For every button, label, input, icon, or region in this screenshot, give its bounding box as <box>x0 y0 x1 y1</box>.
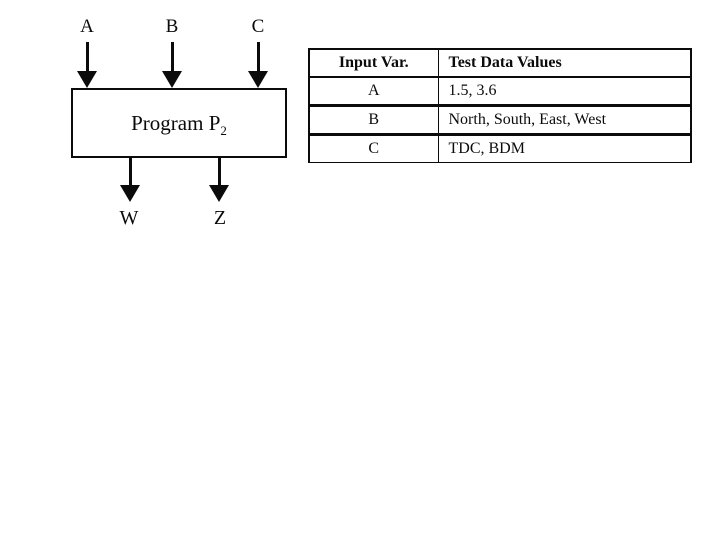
input-arrow-c <box>248 42 268 88</box>
arrow-down-icon <box>162 71 182 88</box>
input-arrow-b <box>162 42 182 88</box>
row-c-variable: C <box>308 134 439 163</box>
arrow-shaft <box>128 158 132 185</box>
program-box-label: Program P2 <box>131 110 227 138</box>
program-box: Program P2 <box>71 88 287 158</box>
arrow-down-icon <box>209 185 229 202</box>
row-b-variable: B <box>308 105 439 135</box>
header-test-data-values: Test Data Values <box>437 48 692 78</box>
header-input-var: Input Var. <box>308 48 439 78</box>
test-data-table: Input Var. Test Data Values A 1.5, 3.6 B… <box>308 48 692 163</box>
output-arrow-w <box>120 158 140 202</box>
arrow-shaft <box>256 42 260 71</box>
table-row: B North, South, East, West <box>308 105 692 135</box>
input-label-a: A <box>80 16 94 37</box>
arrow-shaft <box>170 42 174 71</box>
row-a-variable: A <box>308 76 439 106</box>
arrow-down-icon <box>120 185 140 202</box>
input-label-b: B <box>165 16 179 37</box>
row-b-values: North, South, East, West <box>437 105 692 135</box>
row-a-values: 1.5, 3.6 <box>437 76 692 106</box>
table-row: C TDC, BDM <box>308 134 692 163</box>
input-label-c: C <box>251 16 265 37</box>
output-arrow-z <box>209 158 229 202</box>
row-c-values: TDC, BDM <box>437 134 692 163</box>
input-arrow-a <box>77 42 97 88</box>
arrow-down-icon <box>77 71 97 88</box>
program-box-subscript: 2 <box>220 122 227 138</box>
output-label-z: Z <box>213 207 227 229</box>
table-row: A 1.5, 3.6 <box>308 76 692 106</box>
arrow-shaft <box>85 42 89 71</box>
arrow-down-icon <box>248 71 268 88</box>
table-header-row: Input Var. Test Data Values <box>308 48 692 78</box>
arrow-shaft <box>217 158 221 185</box>
output-label-w: W <box>119 207 139 229</box>
